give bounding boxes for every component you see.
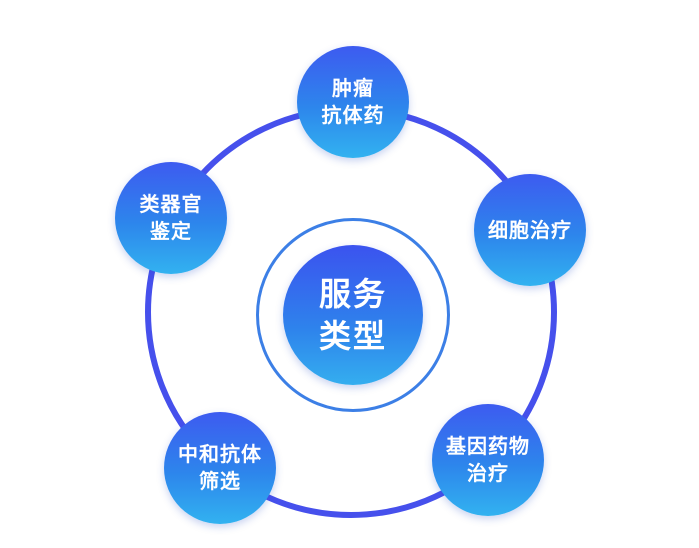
node-label-line2: 鉴定 — [150, 219, 192, 243]
node-label-line2: 抗体药 — [321, 103, 385, 127]
node-label-line1: 细胞治疗 — [488, 217, 572, 242]
node-label-line2: 治疗 — [467, 461, 509, 485]
center-label-line1: 服务 — [318, 275, 387, 313]
node-tumor-antibody-drug[interactable]: 肿瘤 抗体药 — [297, 46, 409, 158]
node-label-line2: 筛选 — [199, 469, 241, 493]
node-label-line1: 类器官 — [139, 192, 203, 216]
node-cell-therapy[interactable]: 细胞治疗 — [474, 174, 586, 286]
node-gene-drug-therapy[interactable]: 基因药物 治疗 — [432, 404, 544, 516]
node-neutralizing-antibody-screening[interactable]: 中和抗体 筛选 — [164, 412, 276, 524]
node-label-line1: 基因药物 — [446, 434, 530, 458]
node-organoid-identification[interactable]: 类器官 鉴定 — [115, 162, 227, 274]
node-label-line1: 中和抗体 — [178, 442, 262, 466]
center-node-service-types: 服务 类型 — [283, 245, 423, 385]
center-label-line2: 类型 — [318, 317, 387, 355]
node-label-line1: 肿瘤 — [332, 76, 374, 100]
inner-ring — [256, 218, 450, 412]
